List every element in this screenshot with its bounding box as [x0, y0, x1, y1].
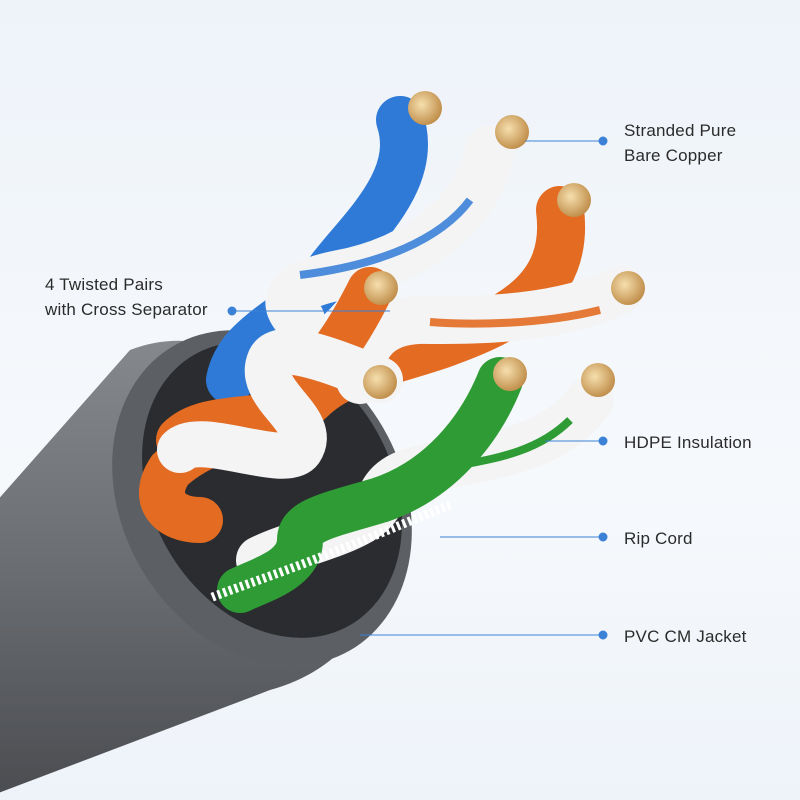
label-hdpe-insulation: HDPE Insulation: [624, 433, 752, 452]
label-twisted-pairs: 4 Twisted Pairs with Cross Separator: [45, 272, 208, 322]
copper-ends: [363, 91, 645, 399]
label-line: Bare Copper: [624, 146, 723, 165]
rip-cord: [208, 500, 452, 603]
label-stranded-copper: Stranded Pure Bare Copper: [624, 118, 736, 168]
label-line: Stranded Pure: [624, 121, 737, 140]
green-wire: [217, 357, 523, 613]
label-pvc-jacket: PVC CM Jacket: [624, 627, 747, 646]
leader-lines: [227, 136, 608, 640]
label-line: with Cross Separator: [45, 300, 208, 319]
label-rip-cord: Rip Cord: [624, 529, 693, 548]
white-wire-center: [157, 328, 403, 479]
label-line: 4 Twisted Pairs: [45, 275, 163, 294]
